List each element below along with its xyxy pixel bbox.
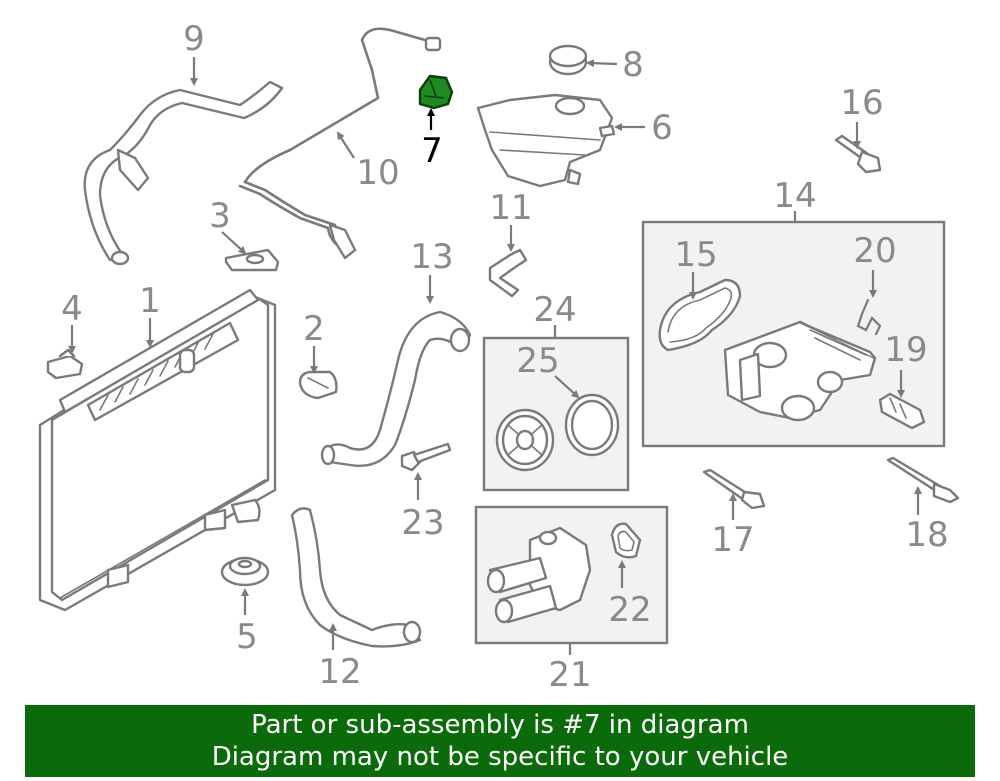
leader-10: [336, 131, 355, 159]
callout-13: 13: [410, 237, 453, 277]
leader-25: [554, 375, 580, 399]
part-24-thermostat[interactable]: [495, 408, 555, 472]
part-7-highlighted[interactable]: [418, 74, 454, 110]
callout-9: 9: [183, 19, 205, 59]
part-9-upper-hose[interactable]: [83, 80, 284, 266]
callout-4: 4: [61, 289, 83, 329]
callout-2: 2: [303, 309, 325, 349]
callout-16: 16: [840, 83, 883, 123]
part-4-sensor[interactable]: [46, 348, 84, 380]
part-17-bolt[interactable]: [702, 468, 766, 510]
callout-1: 1: [139, 281, 161, 321]
callout-numbers: 1 2 3 4 5 6 7 8 9 10 11 12 13 14 15 16 1…: [61, 19, 948, 695]
callout-3: 3: [209, 196, 231, 236]
part-12-lower-hose[interactable]: [290, 507, 422, 648]
callout-23: 23: [401, 503, 444, 543]
callout-5: 5: [236, 617, 258, 657]
callout-6: 6: [651, 108, 673, 148]
callout-7: 7: [421, 131, 443, 171]
callout-17: 17: [711, 520, 754, 560]
leader-8: [586, 59, 618, 68]
part-19-sensor[interactable]: [878, 392, 926, 430]
part-18-bolt[interactable]: [886, 456, 960, 504]
info-banner: Part or sub-assembly is #7 in diagram Di…: [25, 705, 975, 777]
parts-diagram: 1 2 3 4 5 6 7 8 9 10 11 12 13 14 15 16 1…: [38, 19, 960, 695]
part-20-clip[interactable]: [856, 298, 882, 336]
callout-19: 19: [884, 330, 927, 370]
callout-18: 18: [905, 515, 948, 555]
callout-11: 11: [489, 188, 532, 228]
part-21-outlet-housing[interactable]: [486, 526, 592, 624]
part-5-cap[interactable]: [220, 556, 270, 587]
leader-3: [221, 231, 247, 255]
callout-10: 10: [356, 153, 399, 193]
part-25-seal[interactable]: [564, 393, 620, 457]
banner-line-2: Diagram may not be specific to your vehi…: [211, 742, 789, 772]
leader-lines: [68, 57, 922, 655]
part-13-hose[interactable]: [320, 310, 472, 467]
part-14-housing[interactable]: [723, 320, 877, 422]
part-10-pipe[interactable]: [238, 27, 442, 260]
part-2-clip[interactable]: [298, 370, 338, 400]
part-8-cap[interactable]: [548, 44, 588, 76]
part-6-reservoir[interactable]: [476, 93, 616, 188]
callout-14: 14: [773, 176, 816, 216]
callout-21: 21: [548, 655, 591, 695]
callout-15: 15: [674, 235, 717, 275]
callout-8: 8: [622, 45, 644, 85]
banner-line-1: Part or sub-assembly is #7 in diagram: [251, 710, 749, 740]
callout-25: 25: [516, 341, 559, 381]
part-3-bracket[interactable]: [224, 248, 280, 272]
callout-22: 22: [608, 590, 651, 630]
callout-12: 12: [318, 652, 361, 692]
part-1-radiator[interactable]: [38, 288, 277, 612]
part-23-bolt[interactable]: [400, 442, 452, 472]
callout-24: 24: [533, 290, 576, 330]
part-11-small-hose[interactable]: [488, 248, 528, 298]
part-16-bolt[interactable]: [834, 134, 882, 174]
callout-20: 20: [853, 231, 896, 271]
part-22-gasket[interactable]: [610, 522, 642, 559]
